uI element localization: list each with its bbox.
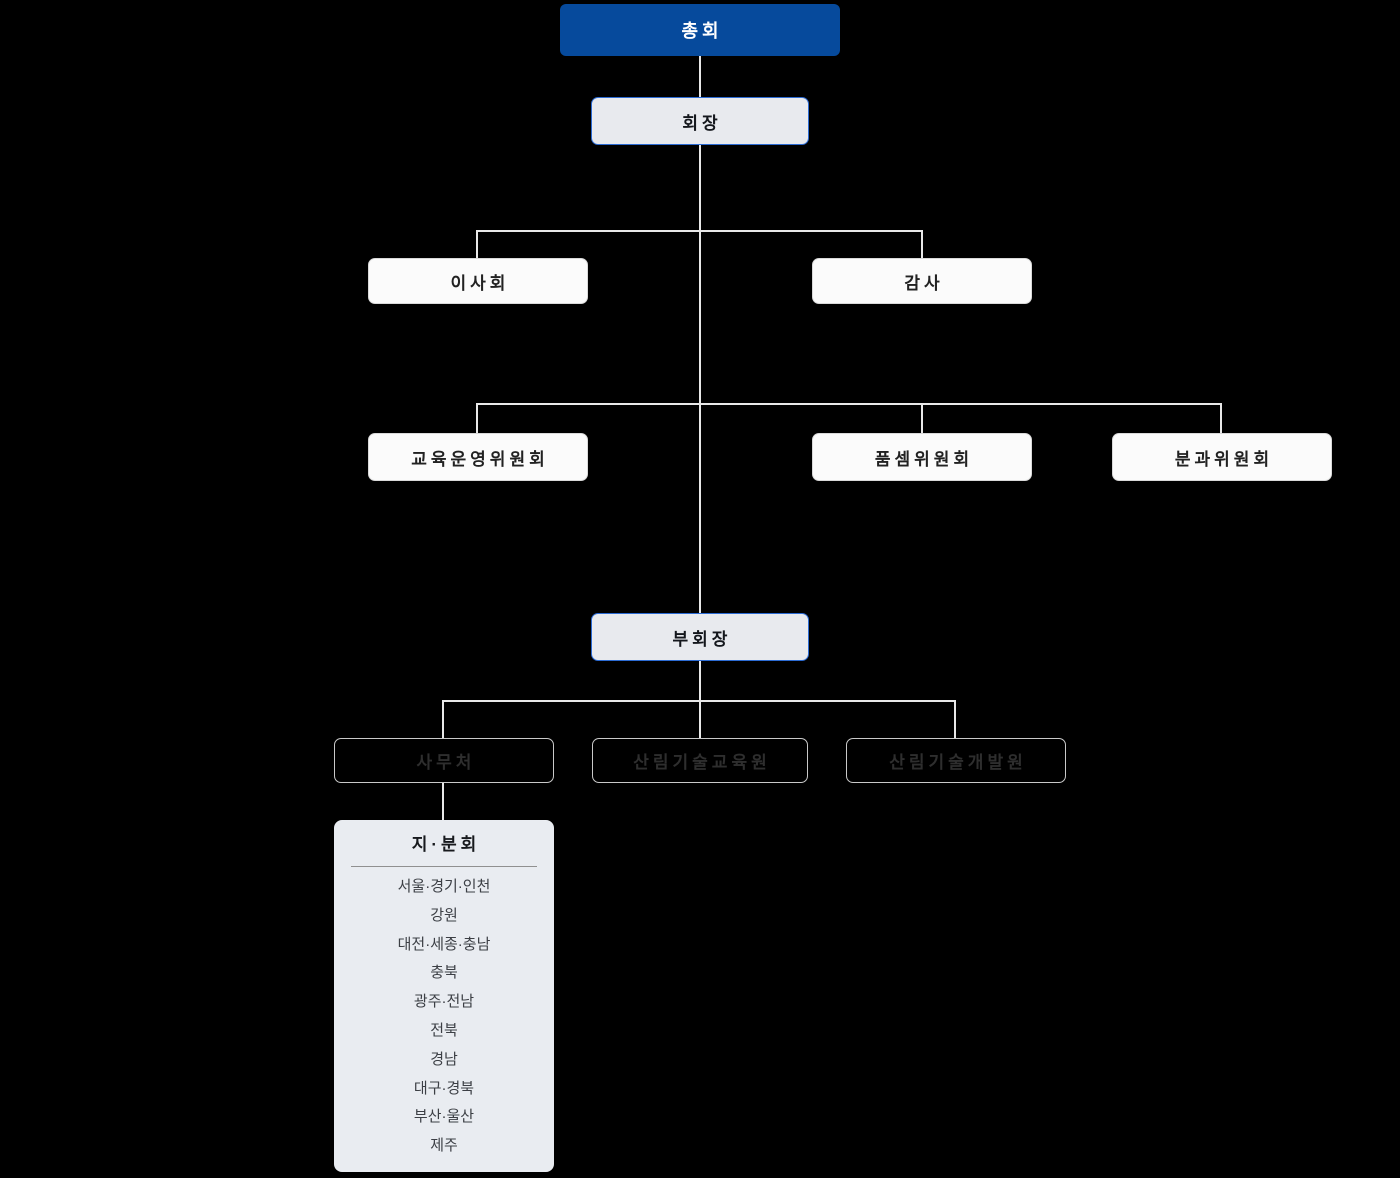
branch-item-jeju: 제주 (430, 1137, 458, 1155)
node-auditor: 감사 (812, 258, 1032, 304)
branch-item-daegu-gyeongbuk: 대구·경북 (413, 1079, 475, 1097)
node-education-operation-committee: 교육운영위원회 (368, 433, 588, 481)
node-general-assembly: 총회 (560, 4, 840, 56)
connector-drop-edu-committee (476, 403, 478, 433)
node-forest-tech-education-institute: 산림기술교육원 (592, 738, 808, 783)
connector-drop-pumsem-committee (921, 403, 923, 433)
connector-vice-chairman-down (699, 661, 701, 702)
connector-main-spine (699, 145, 701, 613)
branch-list: 서울·경기·인천 강원 대전·세종·충남 충북 광주·전남 전북 경남 대구·경… (334, 873, 554, 1161)
connector-secretariat-branches (442, 783, 444, 820)
branch-item-chungbuk: 충북 (430, 964, 458, 982)
connector-drop-edu-institute (699, 700, 701, 738)
node-pumsem-committee: 품셈위원회 (812, 433, 1032, 481)
connector-level2-horizontal (476, 230, 923, 232)
connector-drop-secretariat (442, 700, 444, 738)
branch-item-daejeon-sejong-chungnam: 대전·세종·충남 (397, 935, 491, 953)
branch-panel-title: 지·분회 (411, 835, 481, 854)
node-board-of-directors: 이사회 (368, 258, 588, 304)
connector-drop-dev-institute (954, 700, 956, 738)
branch-item-gangwon: 강원 (430, 906, 458, 924)
connector-level3-horizontal (476, 403, 1222, 405)
branch-item-jeonbuk: 전북 (430, 1021, 458, 1039)
branch-panel: 지·분회 서울·경기·인천 강원 대전·세종·충남 충북 광주·전남 전북 경남… (334, 820, 554, 1172)
node-forest-tech-development-institute: 산림기술개발원 (846, 738, 1066, 783)
connector-drop-board (476, 230, 478, 258)
branch-item-seoul-gyeonggi-incheon: 서울·경기·인천 (397, 878, 491, 895)
branch-panel-divider (351, 866, 537, 867)
branch-item-gwangju-jeonnam: 광주·전남 (413, 993, 475, 1011)
connector-drop-audit (921, 230, 923, 258)
node-secretariat: 사무처 (334, 738, 554, 783)
connector-drop-subdivision-committee (1220, 403, 1222, 433)
connector-assembly-chairman (699, 56, 701, 97)
branch-item-busan-ulsan: 부산·울산 (413, 1108, 475, 1126)
node-chairman: 회장 (591, 97, 809, 145)
node-subdivision-committee: 분과위원회 (1112, 433, 1332, 481)
branch-item-gyeongnam: 경남 (430, 1050, 458, 1068)
node-vice-chairman: 부회장 (591, 613, 809, 661)
